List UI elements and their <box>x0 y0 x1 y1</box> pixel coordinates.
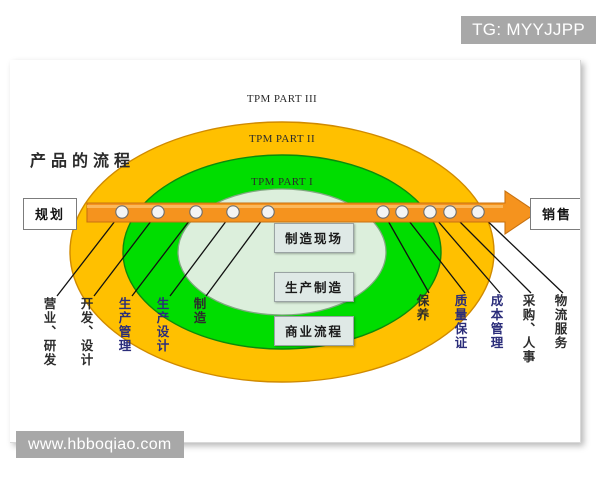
callout-logistics-service: 物流服务 <box>552 294 568 350</box>
callout-production-design: 生产设计 <box>154 297 170 353</box>
center-box-production[interactable]: 生产制造 <box>273 272 355 302</box>
watermark-top-right: TG: MYYJJPP <box>461 16 596 44</box>
center-box-manufacturing-site[interactable]: 制造现场 <box>273 223 355 253</box>
start-node-planning[interactable]: 规划 <box>23 198 78 230</box>
callout-cost-management: 成本管理 <box>488 294 504 350</box>
flow-title: 产品的流程 <box>30 151 136 170</box>
callout-development-design: 开发、设计 <box>78 297 94 367</box>
callout-sales-rnd: 营业、研发 <box>41 297 57 367</box>
callout-production-mgmt: 生产管理 <box>116 297 132 353</box>
center-box-business-process[interactable]: 商业流程 <box>273 316 355 346</box>
end-node-sales[interactable]: 销售 <box>530 198 580 230</box>
ring-label-part3: TPM PART III <box>246 93 318 105</box>
diagram-panel: TPM PART III TPM PART II TPM PART I 产品的流… <box>10 60 581 443</box>
leader-lines-right <box>382 211 564 294</box>
callout-quality-assurance: 质量保证 <box>452 294 468 350</box>
ring-label-part2: TPM PART II <box>248 133 316 145</box>
ring-label-part1: TPM PART I <box>250 176 314 188</box>
leader-lines-left <box>56 211 269 297</box>
watermark-bottom-left: www.hbboqiao.com <box>16 431 184 458</box>
callout-maintenance: 保养 <box>414 294 430 322</box>
callout-purchasing-hr: 采购、人事 <box>520 294 536 364</box>
flow-nodes <box>115 205 485 219</box>
callout-manufacturing: 制造 <box>191 297 207 325</box>
